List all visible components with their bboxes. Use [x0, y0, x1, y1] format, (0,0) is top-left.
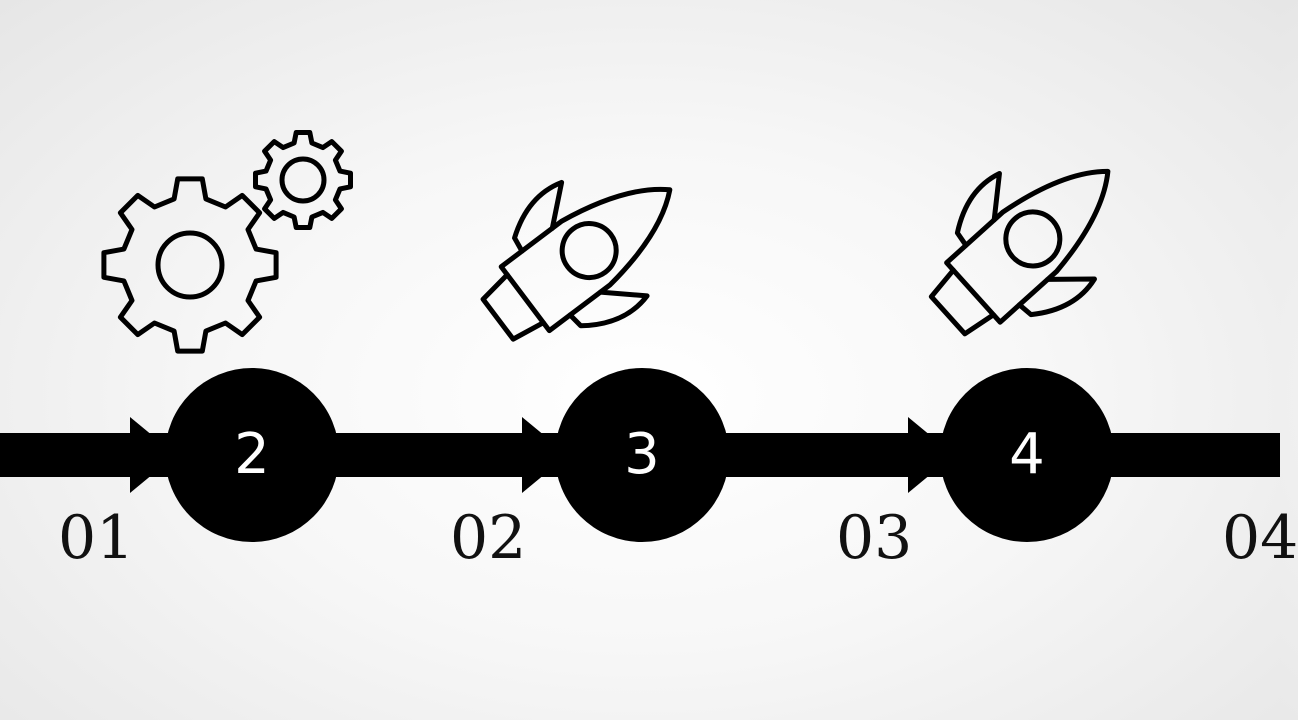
step-number: 2 — [234, 422, 270, 487]
segment-label: 03 — [836, 503, 913, 573]
step-number: 4 — [1009, 422, 1045, 487]
step-circle: 4 — [940, 368, 1114, 542]
segment-label: 02 — [450, 503, 527, 573]
step-circle: 2 — [165, 368, 339, 542]
rocket-icon — [480, 155, 745, 370]
gears-icon — [90, 120, 370, 370]
segment-label: 04 — [1222, 503, 1298, 573]
rocket-icon — [928, 145, 1175, 355]
step-number: 3 — [624, 422, 660, 487]
step-circle: 3 — [555, 368, 729, 542]
segment-label: 01 — [58, 503, 135, 573]
